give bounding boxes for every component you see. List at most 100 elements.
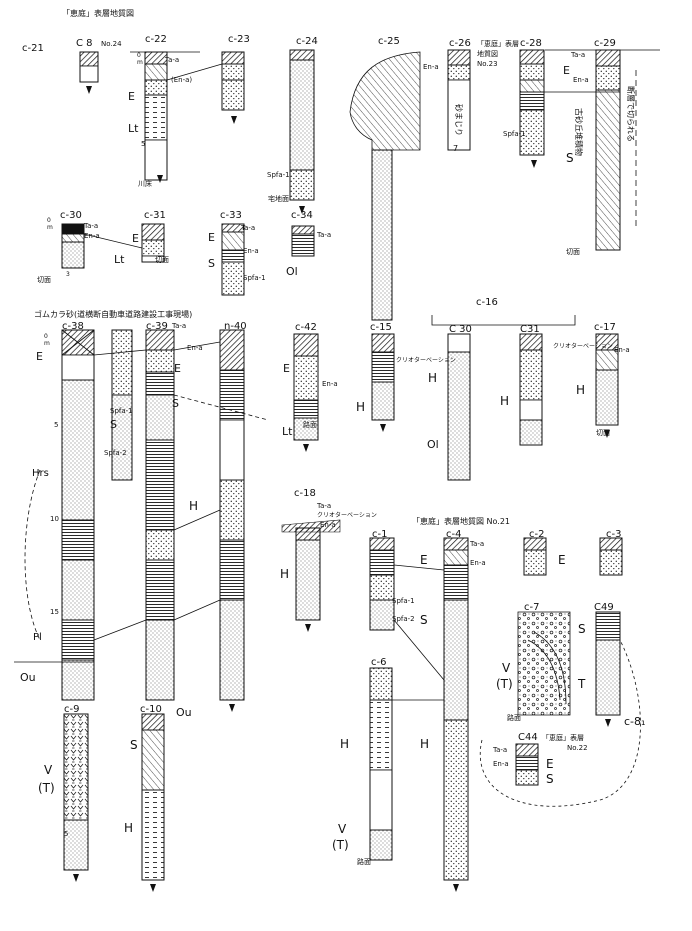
label-spfa1-c28: Spfa-1 — [503, 130, 526, 138]
column-n40-layer — [219, 479, 245, 541]
arrow-c10 — [150, 884, 156, 892]
label-c49: C49 — [594, 602, 614, 613]
column-c30b-layer — [447, 333, 471, 353]
column-c39 — [145, 329, 175, 701]
column-c22-layer — [144, 139, 168, 181]
unit-H-c30b: H — [428, 371, 437, 385]
label-c17: c-17 — [594, 322, 616, 333]
column-c25 — [371, 149, 393, 321]
depth-15-c38: 15 — [50, 608, 59, 616]
column-c21-layer — [79, 65, 99, 83]
unit-E-c1: E — [420, 553, 428, 567]
label-en-a-c39: En-a — [187, 344, 203, 352]
unit-Ou-c38: Ou — [20, 671, 36, 684]
unit-V-c6: V — [338, 822, 347, 836]
column-c6-layer — [369, 829, 393, 861]
column-c23-layer — [221, 51, 245, 65]
depth-0-c30: 0 — [47, 217, 51, 224]
column-c44 — [515, 743, 539, 786]
map-title-left: ゴムカラ砂(道横断自動車道路建設工事現場) — [34, 309, 192, 319]
column-c22-layer — [144, 63, 168, 81]
column-c1 — [369, 537, 395, 631]
label-c26-title: 「恵庭」表層 — [477, 39, 519, 48]
column-c10-outline — [141, 713, 165, 881]
column-c22-layer — [144, 51, 168, 65]
label-no23: No.23 — [477, 60, 498, 68]
unit-T-paren-c6: (T) — [332, 838, 349, 852]
unit-S-c33: S — [208, 257, 215, 270]
label-c15: c-15 — [370, 322, 392, 333]
column-c44-layer — [515, 769, 539, 786]
unit-H-c6: H — [340, 737, 349, 751]
column-c2-layer — [523, 549, 547, 576]
unit-Lt-c22: Lt — [128, 122, 139, 135]
column-c42-outline — [293, 333, 319, 441]
unit-H-c39: H — [189, 499, 198, 513]
label-n7: 7 — [453, 144, 458, 153]
column-c29 — [595, 49, 621, 251]
column-c21-layer — [79, 51, 99, 67]
column-c38-layer — [61, 379, 95, 521]
label-c4: c-4 — [446, 529, 461, 540]
label-spfa1-c38: Spfa-1 — [110, 407, 133, 415]
arrow-c49 — [605, 719, 611, 727]
column-c30-layer — [61, 223, 85, 235]
column-c9-layer — [63, 713, 89, 821]
column-c49-layer — [595, 611, 621, 641]
column-c42-layer — [293, 333, 319, 357]
column-c26 — [447, 49, 471, 151]
column-c30b-layer — [447, 351, 471, 481]
column-c10-layer — [141, 713, 165, 731]
column-c33-layer — [221, 249, 245, 263]
depth-0-c38: 0 — [44, 333, 48, 340]
c16-bracket — [431, 315, 576, 326]
column-n40-layer — [219, 419, 245, 481]
label-spfa1-c24: Spfa-1 — [267, 171, 290, 179]
column-c24-layer — [289, 49, 315, 61]
unit-E-c38: E — [36, 350, 43, 363]
label-c30b: C 30 — [449, 324, 472, 335]
unit-H-c18: H — [280, 567, 289, 581]
map-title-mid: 「恵庭」表層地質図 No.21 — [412, 516, 510, 526]
column-c6-outline — [369, 667, 393, 861]
unit-E-c2: E — [558, 553, 566, 567]
column-c1-layer — [369, 549, 395, 576]
unit-H-c4: H — [420, 737, 429, 751]
column-c44-layer — [515, 743, 539, 757]
unit-S-c44: S — [546, 772, 554, 786]
column-c23-outline — [221, 51, 245, 111]
column-c15-layer — [371, 351, 395, 383]
column-n40-layer — [219, 599, 245, 701]
bracket-c38 — [24, 469, 41, 641]
c38-excavation-mark — [61, 329, 95, 356]
column-c38-layer — [61, 519, 95, 561]
unit-S-c28: S — [566, 151, 574, 165]
label-c18: c-18 — [294, 488, 316, 499]
label-kirimen-c30: 切面 — [37, 276, 51, 284]
label-c21: c-21 — [22, 43, 44, 54]
corr-c39-n40-d — [173, 599, 221, 621]
column-c39-layer — [145, 329, 175, 351]
column-c15-layer — [371, 381, 395, 421]
depth-10-c38: 10 — [50, 515, 59, 523]
label-c39: c-39 — [146, 321, 168, 332]
unit-E-c22: E — [128, 90, 135, 103]
label-c22: c-22 — [145, 34, 167, 45]
label-en-a-c22: (En-a) — [171, 76, 192, 84]
column-c23-layer — [221, 79, 245, 111]
column-c22-layer — [144, 79, 168, 96]
column-c42-layer — [293, 355, 319, 401]
column-c38-layer — [61, 559, 95, 621]
column-c34-layer — [291, 225, 315, 235]
unit-S-c1: S — [420, 613, 428, 627]
column-c23 — [221, 51, 245, 111]
column-c10 — [141, 713, 165, 881]
soil-columns — [61, 49, 623, 892]
column-c39-layer — [145, 371, 175, 396]
corr-c38-c39-top — [93, 349, 147, 356]
unit-Ou-c39: Ou — [176, 706, 192, 719]
column-c24-layer — [289, 59, 315, 171]
label-c31b: C31 — [520, 324, 540, 335]
column-n40-outline — [219, 329, 245, 701]
column-c38b-layer — [111, 329, 133, 396]
